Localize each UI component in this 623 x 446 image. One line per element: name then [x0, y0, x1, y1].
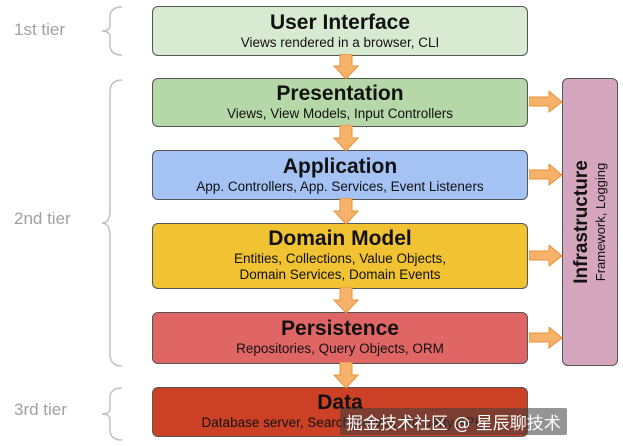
layer-title: User Interface [269, 11, 411, 34]
tier-3-brace [101, 387, 123, 441]
layer-presentation: Presentation Views, View Models, Input C… [152, 78, 528, 127]
layer-title: Persistence [281, 317, 399, 340]
layer-subtitle: Views, View Models, Input Controllers [226, 106, 454, 121]
infrastructure-subtitle: Framework, Logging [593, 162, 608, 282]
arrow-right-icon [529, 245, 563, 267]
tier-label-2nd: 2nd tier [14, 209, 71, 228]
layer-title: Domain Model [268, 227, 412, 250]
layer-persistence: Persistence Repositories, Query Objects,… [152, 312, 528, 364]
layer-subtitle: Views rendered in a browser, CLI [240, 35, 440, 50]
tier-2-brace [101, 79, 123, 367]
layer-subtitle: App. Controllers, App. Services, Event L… [196, 179, 484, 194]
arrow-right-icon [529, 164, 563, 186]
infrastructure-title: Infrastructure [571, 160, 592, 284]
watermark: 掘金技术社区 @ 星辰聊技术 [340, 408, 567, 435]
layer-subtitle-line2: Domain Services, Domain Events [239, 267, 441, 282]
arrow-right-icon [529, 91, 563, 113]
infrastructure-box: Infrastructure Framework, Logging [562, 78, 618, 366]
arrow-down-icon [333, 362, 359, 389]
arrow-down-icon [333, 54, 359, 80]
arrow-down-icon [333, 125, 359, 152]
layer-title: Presentation [276, 82, 404, 105]
tier-label-3rd: 3rd tier [14, 400, 67, 419]
tier-label-1st: 1st tier [14, 20, 66, 39]
layer-subtitle-line1: Entities, Collections, Value Objects, [233, 251, 447, 266]
layer-title: Application [282, 155, 398, 178]
layer-application: Application App. Controllers, App. Servi… [152, 150, 528, 200]
layer-user-interface: User Interface Views rendered in a brows… [152, 6, 528, 56]
arrow-down-icon [333, 198, 359, 225]
tier-1-brace [101, 6, 123, 56]
arrow-right-icon [529, 327, 563, 349]
layer-domain-model: Domain Model Entities, Collections, Valu… [152, 223, 528, 289]
layer-subtitle: Repositories, Query Objects, ORM [236, 341, 444, 356]
arrow-down-icon [333, 287, 359, 314]
